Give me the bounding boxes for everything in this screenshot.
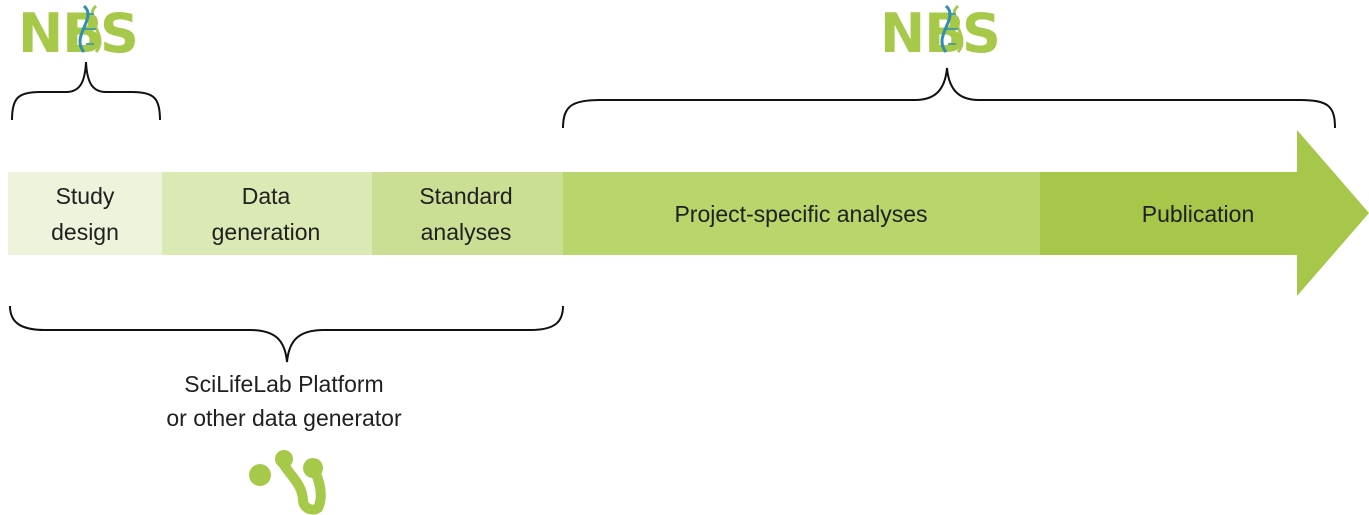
stage-standard-analyses-line1: Standard (419, 183, 512, 209)
stage-data-generation-line1: Data (242, 183, 291, 209)
stage-project-specific-label: Project-specific analyses (674, 201, 927, 227)
brace-bottom (9, 305, 564, 363)
stage-study-design-line1: Study (56, 183, 115, 209)
nbis-logo-left-s: S (100, 2, 138, 65)
caption-line1: SciLifeLab Platform (184, 371, 383, 397)
nbis-logo-left-text: NB (18, 2, 102, 65)
stage-publication-arrow (1040, 130, 1369, 296)
brace-top-right (562, 67, 1336, 129)
caption-line2: or other data generator (166, 405, 402, 431)
stage-study-design (8, 172, 162, 255)
nbis-logo-right-s: S (962, 2, 1000, 65)
stage-study-design-line2: design (51, 219, 119, 245)
stage-standard-analyses (372, 172, 563, 255)
stage-standard-analyses-line2: analyses (421, 219, 512, 245)
stage-data-generation (162, 172, 372, 255)
stage-project-specific (563, 172, 1040, 255)
stage-publication-label: Publication (1142, 201, 1255, 227)
nbis-logo-left: NB S (18, 2, 139, 65)
nbis-logo-right: NB S (880, 2, 1001, 65)
nbis-logo-right-text: NB (880, 2, 964, 65)
dna-helix-icon (78, 4, 102, 53)
brace-top-left (11, 61, 161, 121)
scilifelab-logo-icon (249, 450, 326, 515)
workflow-bar: Study design Data generation Standard an… (8, 130, 1369, 296)
dna-helix-icon (940, 4, 964, 53)
stage-data-generation-line2: generation (212, 219, 321, 245)
